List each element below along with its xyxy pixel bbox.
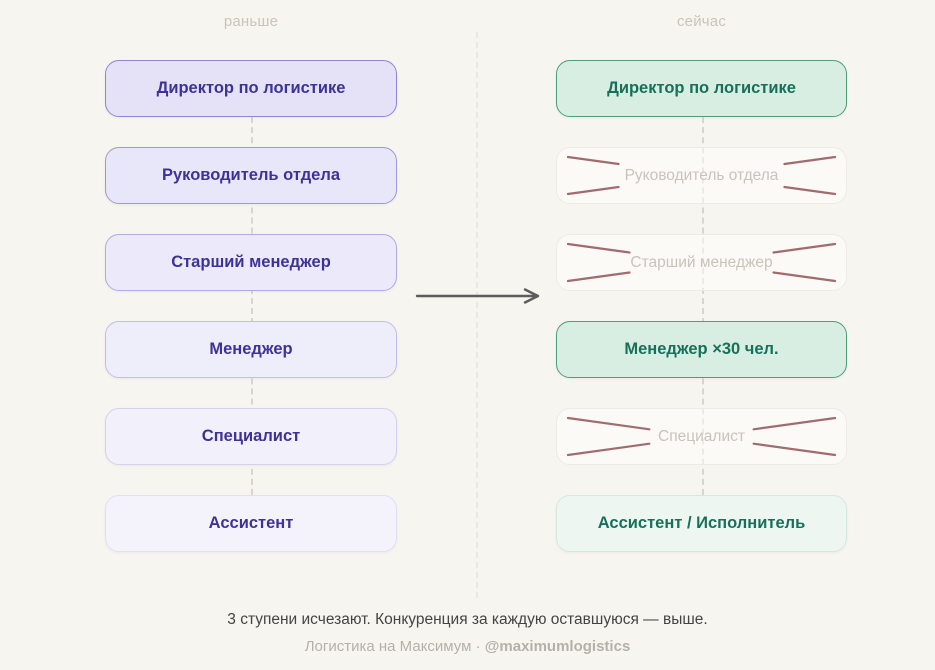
- transition-arrow: [415, 286, 547, 306]
- org-node-label: Специалист: [201, 427, 301, 445]
- node-gap: [105, 117, 397, 147]
- node-gap: [556, 378, 847, 408]
- org-node-senior-manager-removed: Старший менеджер: [556, 234, 847, 291]
- hierarchy-after: Директор по логистике Руководитель отдел…: [556, 60, 847, 552]
- org-node-label: Руководитель отдела: [161, 166, 340, 184]
- org-node-director-before: Директор по логистике: [105, 60, 397, 117]
- org-node-label: Руководитель отдела: [624, 166, 779, 184]
- strikethrough-x-icon: [566, 242, 837, 283]
- org-node-assistant-before: Ассистент: [105, 495, 397, 552]
- org-node-manager-before: Менеджер: [105, 321, 397, 378]
- node-gap: [105, 204, 397, 234]
- strikethrough-x-icon: [566, 416, 837, 457]
- org-node-head-before: Руководитель отдела: [105, 147, 397, 204]
- separator-dot: ·: [475, 638, 481, 655]
- node-gap: [105, 291, 397, 321]
- org-node-label: Менеджер ×30 чел.: [624, 340, 779, 358]
- column-header-after: сейчас: [676, 13, 727, 30]
- org-node-label: Специалист: [658, 427, 745, 445]
- org-node-assistant-after: Ассистент / Исполнитель: [556, 495, 847, 552]
- node-gap: [105, 378, 397, 408]
- org-node-label: Директор по логистике: [607, 79, 796, 97]
- node-gap: [556, 117, 847, 147]
- right-arrow-icon: [415, 288, 540, 304]
- summary-caption: 3 ступени исчезают. Конкуренция за кажду…: [227, 611, 708, 628]
- org-node-director-after: Директор по логистике: [556, 60, 847, 117]
- node-gap: [556, 291, 847, 321]
- center-divider-line: [476, 32, 478, 598]
- strikethrough-x-icon: [566, 155, 837, 196]
- org-node-manager-after: Менеджер ×30 чел.: [556, 321, 847, 378]
- column-header-before: раньше: [223, 13, 279, 30]
- footer-credit: Логистика на Максимум · @maximumlogistic…: [0, 638, 935, 655]
- org-node-label: Старший менеджер: [630, 253, 773, 271]
- org-node-specialist-before: Специалист: [105, 408, 397, 465]
- node-gap: [105, 465, 397, 495]
- node-gap: [556, 204, 847, 234]
- org-node-label: Старший менеджер: [171, 253, 331, 271]
- org-node-label: Директор по логистике: [156, 79, 346, 97]
- org-node-head-removed: Руководитель отдела: [556, 147, 847, 204]
- org-node-specialist-removed: Специалист: [556, 408, 847, 465]
- brand-name: Логистика на Максимум: [304, 638, 472, 655]
- social-handle: @maximumlogistics: [484, 638, 631, 655]
- org-node-label: Ассистент / Исполнитель: [597, 514, 806, 532]
- node-gap: [556, 465, 847, 495]
- hierarchy-before: Директор по логистике Руководитель отдел…: [105, 60, 397, 552]
- org-node-label: Менеджер: [209, 340, 293, 358]
- org-node-senior-manager-before: Старший менеджер: [105, 234, 397, 291]
- org-node-label: Ассистент: [208, 514, 294, 532]
